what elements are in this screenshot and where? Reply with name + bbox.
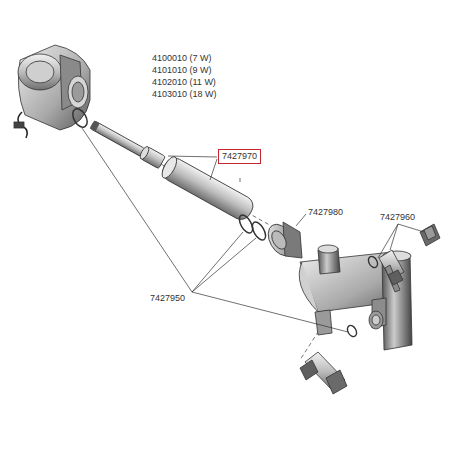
- lamp-head: [14, 45, 90, 138]
- quartz-tube: [159, 155, 256, 224]
- part-number: 7427950: [150, 293, 185, 304]
- uv-housing: [299, 245, 412, 350]
- leader-line: [82, 128, 424, 332]
- hose-connector: [300, 324, 358, 394]
- part-number: 4100010 (7 W): [152, 53, 212, 64]
- sleeve-cap: [138, 145, 165, 168]
- part-number: 4102010 (11 W): [152, 77, 216, 88]
- highlight-box: 7427970: [218, 149, 261, 164]
- uv-lamp: [90, 121, 145, 157]
- o-ring: [70, 106, 90, 129]
- hose-connector: [367, 224, 440, 292]
- o-ring: [250, 220, 269, 242]
- part-number: 7427960: [380, 212, 415, 223]
- part-number: 7427980: [308, 207, 343, 218]
- part-number: 4101010 (9 W): [152, 65, 212, 76]
- callout-number: 7427970: [222, 151, 257, 162]
- part-number: 4103010 (18 W): [152, 89, 217, 100]
